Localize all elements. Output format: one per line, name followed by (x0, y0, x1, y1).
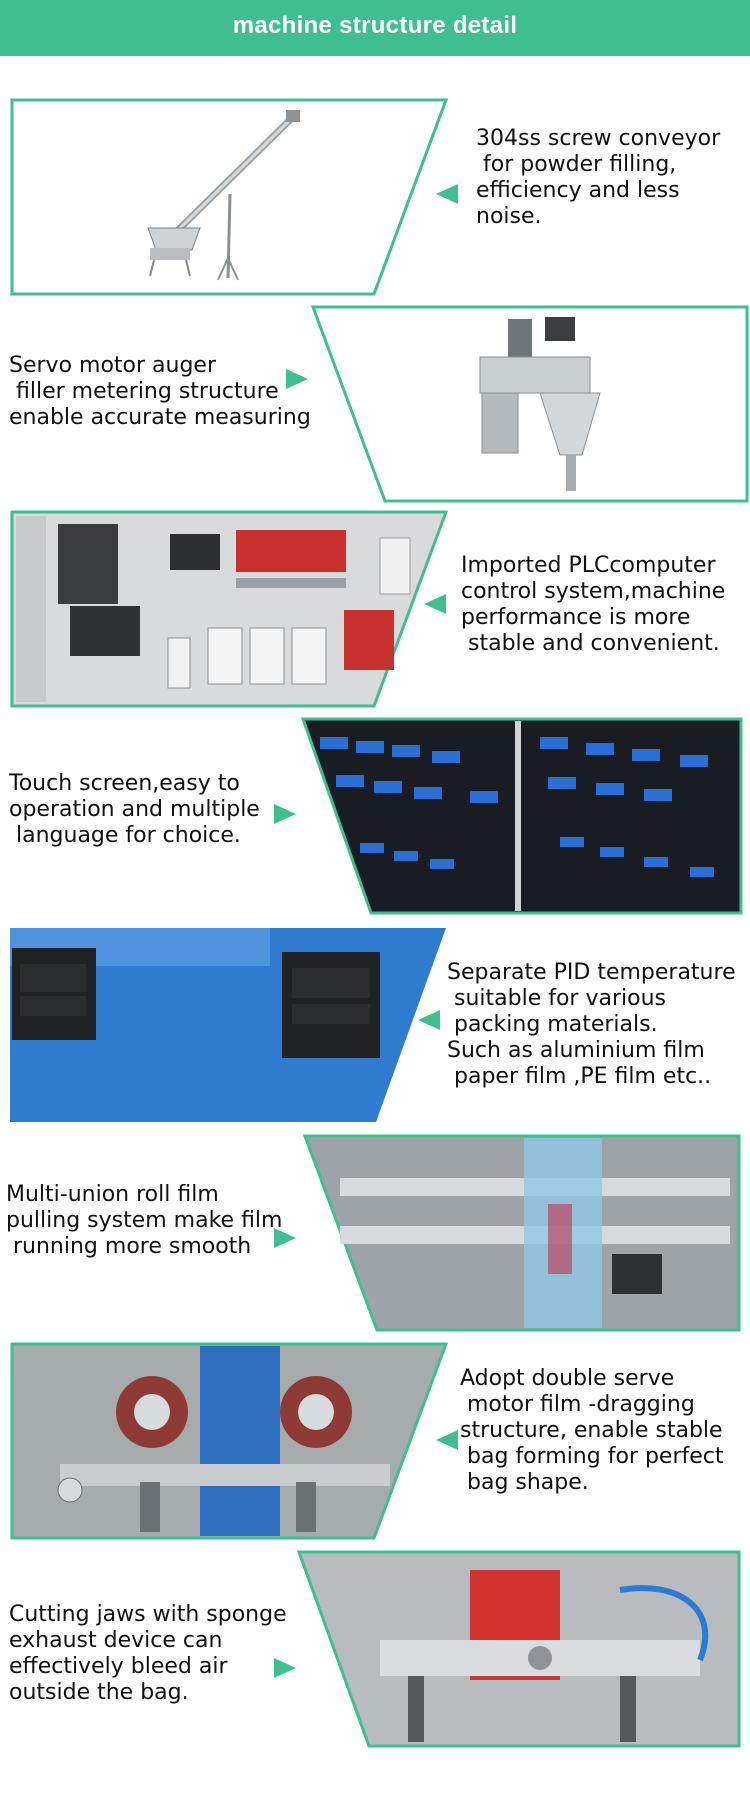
control-cabinet-photo (10, 510, 449, 708)
temperature-controller-photo (10, 928, 446, 1122)
arrow-icon (424, 594, 446, 614)
arrow-icon (274, 804, 296, 824)
section-film-dragging: Adopt double serve motor film -dragging … (0, 1342, 750, 1540)
feature-text: Servo motor auger filler metering struct… (9, 353, 311, 430)
auger-filler-photo (310, 305, 749, 503)
feature-text: Adopt double serve motor film -dragging … (460, 1366, 724, 1495)
feature-text: Separate PID temperature suitable for va… (447, 960, 736, 1089)
feature-text: Multi-union roll film pulling system mak… (6, 1182, 283, 1259)
arrow-icon (436, 184, 458, 204)
section-film-pulling: Multi-union roll film pulling system mak… (0, 1134, 750, 1332)
feature-text: Imported PLCcomputer control system,mach… (461, 553, 726, 656)
section-plc-control: Imported PLCcomputer control system,mach… (0, 510, 750, 708)
touch-screen-photo (300, 717, 743, 915)
arrow-icon (418, 1010, 440, 1030)
section-auger-filler: Servo motor auger filler metering struct… (0, 305, 750, 503)
section-cutting-jaws: Cutting jaws with sponge exhaust device … (0, 1550, 750, 1748)
arrow-icon (436, 1430, 458, 1450)
arrow-icon (274, 1228, 296, 1248)
arrow-icon (274, 1658, 296, 1678)
screw-conveyor-photo (10, 98, 449, 296)
feature-text: 304ss screw conveyor for powder filling,… (476, 126, 721, 229)
section-touch-screen: Touch screen,easy to operation and multi… (0, 717, 750, 915)
header-banner: machine structure detail (0, 0, 750, 56)
feature-text: Cutting jaws with sponge exhaust device … (9, 1602, 287, 1705)
page-title: machine structure detail (232, 12, 518, 39)
section-screw-conveyor: 304ss screw conveyor for powder filling,… (0, 98, 750, 296)
cutting-jaws-photo (296, 1550, 741, 1748)
feature-text: Touch screen,easy to operation and multi… (9, 771, 260, 848)
film-roller-photo (302, 1134, 741, 1332)
arrow-icon (286, 369, 308, 389)
film-dragging-photo (10, 1342, 449, 1540)
section-pid-temperature: Separate PID temperature suitable for va… (0, 924, 750, 1126)
